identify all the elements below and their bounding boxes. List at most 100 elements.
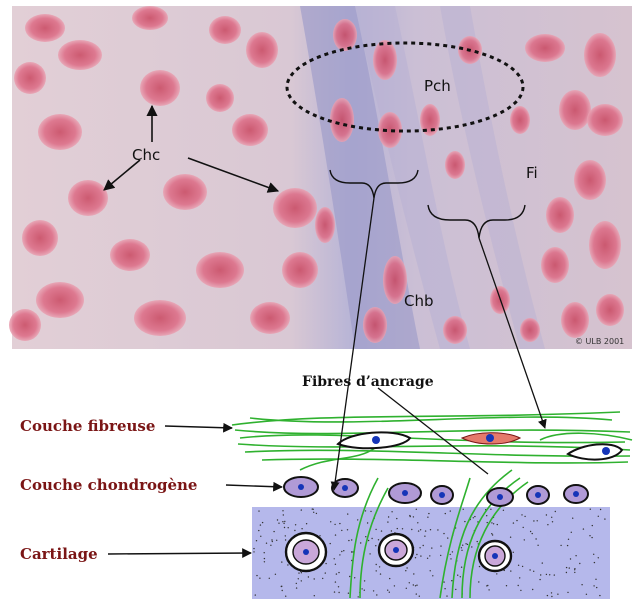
nucleus xyxy=(22,220,58,256)
speckle xyxy=(387,521,388,522)
speckle xyxy=(295,524,296,525)
speckle xyxy=(370,511,371,512)
speckle xyxy=(535,538,536,539)
speckle xyxy=(583,528,584,529)
label-cartilage: Cartilage xyxy=(20,545,98,563)
speckle xyxy=(376,564,377,565)
micrograph-credit: © ULB 2001 xyxy=(575,337,624,346)
speckle xyxy=(258,510,259,511)
speckle xyxy=(347,529,348,530)
speckle xyxy=(358,596,359,597)
speckle xyxy=(389,592,390,593)
label-couche-fibreuse: Couche fibreuse xyxy=(20,417,155,435)
speckle xyxy=(288,527,289,528)
speckle xyxy=(313,512,314,513)
speckle xyxy=(524,516,525,517)
speckle xyxy=(521,514,522,515)
speckle xyxy=(593,585,594,586)
nucleus xyxy=(68,180,108,216)
nucleus xyxy=(378,112,402,148)
speckle xyxy=(547,524,548,525)
speckle xyxy=(334,524,335,525)
arrow-cartilage xyxy=(108,553,251,554)
speckle xyxy=(420,529,421,530)
speckle xyxy=(513,552,514,553)
speckle xyxy=(551,592,552,593)
speckle xyxy=(301,572,302,573)
speckle xyxy=(256,575,257,576)
nucleus xyxy=(232,114,268,146)
speckle xyxy=(361,588,362,589)
chondrocyte xyxy=(379,534,413,566)
speckle xyxy=(461,547,462,548)
nucleus xyxy=(38,114,82,150)
speckle xyxy=(351,539,352,540)
nucleus xyxy=(333,19,357,51)
speckle xyxy=(443,581,444,582)
nucleus xyxy=(330,98,354,142)
speckle xyxy=(560,545,561,546)
cell-nucleus xyxy=(298,484,304,490)
speckle xyxy=(491,522,492,523)
speckle xyxy=(391,530,392,531)
speckle xyxy=(462,545,463,546)
speckle xyxy=(557,594,558,595)
chondrocyte xyxy=(479,541,511,571)
speckle xyxy=(360,542,361,543)
speckle xyxy=(284,527,285,528)
speckle xyxy=(349,576,350,577)
cell-nucleus xyxy=(602,447,610,455)
speckle xyxy=(375,529,376,530)
speckle xyxy=(473,517,474,518)
speckle xyxy=(444,588,445,589)
speckle xyxy=(593,554,594,555)
speckle xyxy=(464,521,465,522)
speckle xyxy=(506,585,507,586)
nucleus xyxy=(525,34,565,62)
speckle xyxy=(283,523,284,524)
speckle xyxy=(533,520,534,521)
speckle xyxy=(275,574,276,575)
speckle xyxy=(325,563,326,564)
speckle xyxy=(533,571,534,572)
speckle xyxy=(285,596,286,597)
speckle xyxy=(396,518,397,519)
speckle xyxy=(594,562,595,563)
speckle xyxy=(371,538,372,539)
speckle xyxy=(432,575,433,576)
speckle xyxy=(336,573,337,574)
speckle xyxy=(488,589,489,590)
speckle xyxy=(322,578,323,579)
speckle xyxy=(410,516,411,517)
speckle xyxy=(551,517,552,518)
nucleus xyxy=(140,70,180,106)
speckle xyxy=(306,523,307,524)
speckle xyxy=(425,530,426,531)
nucleus xyxy=(132,6,168,30)
speckle xyxy=(334,558,335,559)
speckle xyxy=(440,555,441,556)
nucleus xyxy=(584,33,616,77)
speckle xyxy=(338,586,339,587)
speckle xyxy=(373,590,374,591)
speckle xyxy=(431,547,432,548)
speckle xyxy=(284,521,285,522)
speckle xyxy=(276,540,277,541)
nucleus xyxy=(273,188,317,228)
speckle xyxy=(338,592,339,593)
speckle xyxy=(375,545,376,546)
chondrogenic-layer-cells xyxy=(284,477,588,506)
speckle xyxy=(445,513,446,514)
speckle xyxy=(503,510,504,511)
speckle xyxy=(427,558,428,559)
speckle xyxy=(537,520,538,521)
speckle xyxy=(471,546,472,547)
speckle xyxy=(282,510,283,511)
speckle xyxy=(430,529,431,530)
nucleus xyxy=(520,318,540,342)
cell-nucleus xyxy=(573,491,579,497)
speckle xyxy=(420,555,421,556)
speckle xyxy=(418,530,419,531)
speckle xyxy=(411,529,412,530)
speckle xyxy=(347,513,348,514)
